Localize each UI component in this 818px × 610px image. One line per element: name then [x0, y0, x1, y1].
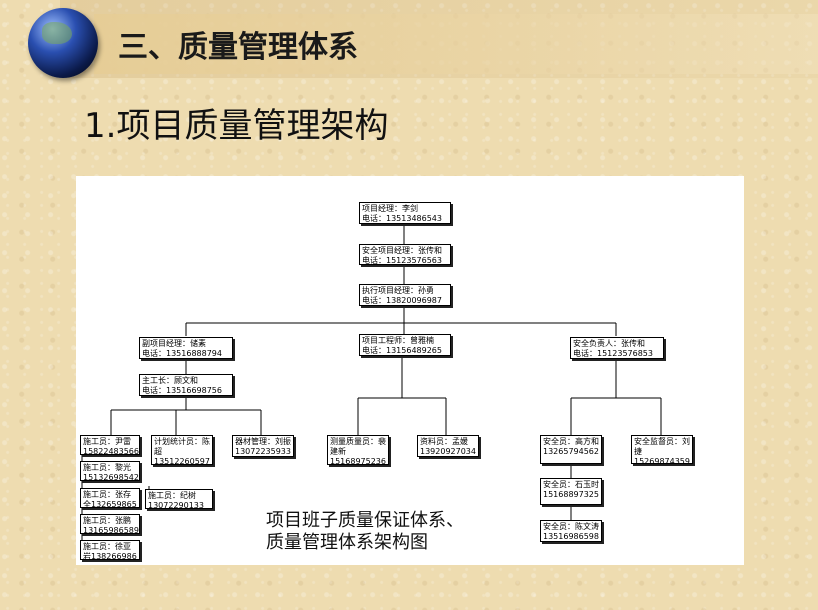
node-role: 施工员：张存全	[83, 490, 131, 508]
node-role: 施工员：纪树	[148, 491, 196, 500]
node-role: 项目经理：李剑	[362, 204, 418, 213]
node-role: 施工员：尹雷	[83, 437, 131, 446]
node-role: 测量质量员：裴建新	[330, 437, 386, 456]
node-project-engineer: 项目工程师：曾雅楠 电话：13156489265	[359, 334, 451, 356]
caption-line-1: 项目班子质量保证体系、	[266, 510, 464, 531]
node-planner: 计划统计员：陈超 13512260597	[151, 435, 213, 465]
node-safety-supervisor: 安全监督员：刘捷 15269874359	[631, 435, 693, 464]
node-role: 安全负责人：张传和	[573, 339, 645, 348]
node-phone: 15168975236	[330, 457, 386, 465]
node-worker-5: 施工员：徐亚岩13826698656	[80, 540, 140, 560]
node-phone: 电话：13156489265	[362, 346, 442, 355]
slide-subtitle: 1.项目质量管理架构	[84, 106, 389, 146]
node-quality-surveyor: 测量质量员：裴建新 15168975236	[327, 435, 389, 465]
node-phone: 15822483566	[83, 447, 139, 455]
node-role: 主工长：顾文和	[142, 376, 198, 385]
node-role: 安全监督员：刘捷	[634, 437, 690, 456]
node-role: 安全员：高方和	[543, 437, 599, 446]
node-phone: 电话：13516698756	[142, 386, 222, 395]
slide-title: 三、质量管理体系	[118, 30, 358, 65]
node-safety-head: 安全负责人：张传和 电话：15123576853	[570, 337, 664, 359]
node-phone: 13512260597	[154, 457, 210, 465]
node-phone: 电话：13513486543	[362, 214, 442, 223]
node-role: 施工员：徐亚岩	[83, 542, 131, 560]
chart-caption: 项目班子质量保证体系、 质量管理体系架构图	[266, 510, 464, 554]
node-safety-officer-1: 安全员：高方和 13265794562	[540, 435, 602, 464]
node-role: 器材管理：刘振	[235, 437, 291, 446]
node-role: 计划统计员：陈超	[154, 437, 210, 456]
node-project-manager: 项目经理：李剑 电话：13513486543	[359, 202, 451, 224]
node-role: 执行项目经理：孙勇	[362, 286, 434, 295]
node-phone: 15132698542	[83, 473, 139, 481]
node-safety-officer-3: 安全员：陈文涛13516986598	[540, 520, 602, 542]
caption-line-2: 质量管理体系架构图	[266, 532, 428, 553]
title-bar	[94, 14, 818, 74]
node-safety-officer-2: 安全员：石玉时 15168897325	[540, 478, 602, 505]
node-phone: 15168897325	[543, 490, 599, 499]
globe-land-shape	[42, 22, 72, 44]
node-phone: 13826698656	[91, 552, 137, 560]
node-role: 项目工程师：曾雅楠	[362, 336, 434, 345]
node-phone: 电话：13516888794	[142, 349, 222, 358]
node-phone: 13265794562	[543, 447, 599, 456]
node-role: 安全员：石玉时	[543, 480, 599, 489]
node-worker-2: 施工员：黎光 15132698542	[80, 461, 140, 481]
node-deputy-project-manager: 副项目经理：储素 电话：13516888794	[139, 337, 233, 359]
node-foreman: 主工长：顾文和 电话：13516698756	[139, 374, 233, 396]
node-role: 安全员：陈文涛	[543, 522, 599, 531]
globe-icon	[28, 8, 98, 78]
org-chart-connectors	[81, 224, 662, 548]
node-role: 安全项目经理：张传和	[362, 246, 442, 255]
node-worker-6: 施工员：纪树 13072290133	[145, 489, 213, 509]
node-document-clerk: 资料员：孟媛 13920927034	[417, 435, 479, 457]
node-safety-project-manager: 安全项目经理：张传和 电话：15123576563	[359, 244, 451, 265]
node-worker-3: 施工员：张存全13265986532	[80, 488, 140, 508]
node-role: 施工员：张鹏	[83, 516, 131, 525]
node-executive-project-manager: 执行项目经理：孙勇 电话：13820096987	[359, 284, 451, 306]
node-phone: 13265986532	[91, 500, 137, 508]
node-material-manager: 器材管理：刘振13072235933	[232, 435, 294, 457]
node-phone: 13072235933	[235, 447, 291, 456]
org-chart-panel: 项目经理：李剑 电话：13513486543 安全项目经理：张传和 电话：151…	[76, 176, 744, 565]
node-phone: 13072290133	[148, 501, 204, 509]
node-role: 资料员：孟媛	[420, 437, 468, 446]
node-phone: 电话：15123576853	[573, 349, 653, 358]
node-phone: 13165986589	[83, 526, 139, 534]
node-phone: 电话：15123576563	[362, 256, 442, 265]
node-role: 施工员：黎光	[83, 463, 131, 472]
node-phone: 15269874359	[634, 457, 690, 464]
node-worker-1: 施工员：尹雷 15822483566	[80, 435, 140, 455]
node-phone: 13920927034	[420, 447, 476, 456]
node-phone: 电话：13820096987	[362, 296, 442, 305]
node-phone: 13516986598	[543, 532, 599, 541]
node-role: 副项目经理：储素	[142, 339, 206, 348]
node-worker-4: 施工员：张鹏 13165986589	[80, 514, 140, 534]
